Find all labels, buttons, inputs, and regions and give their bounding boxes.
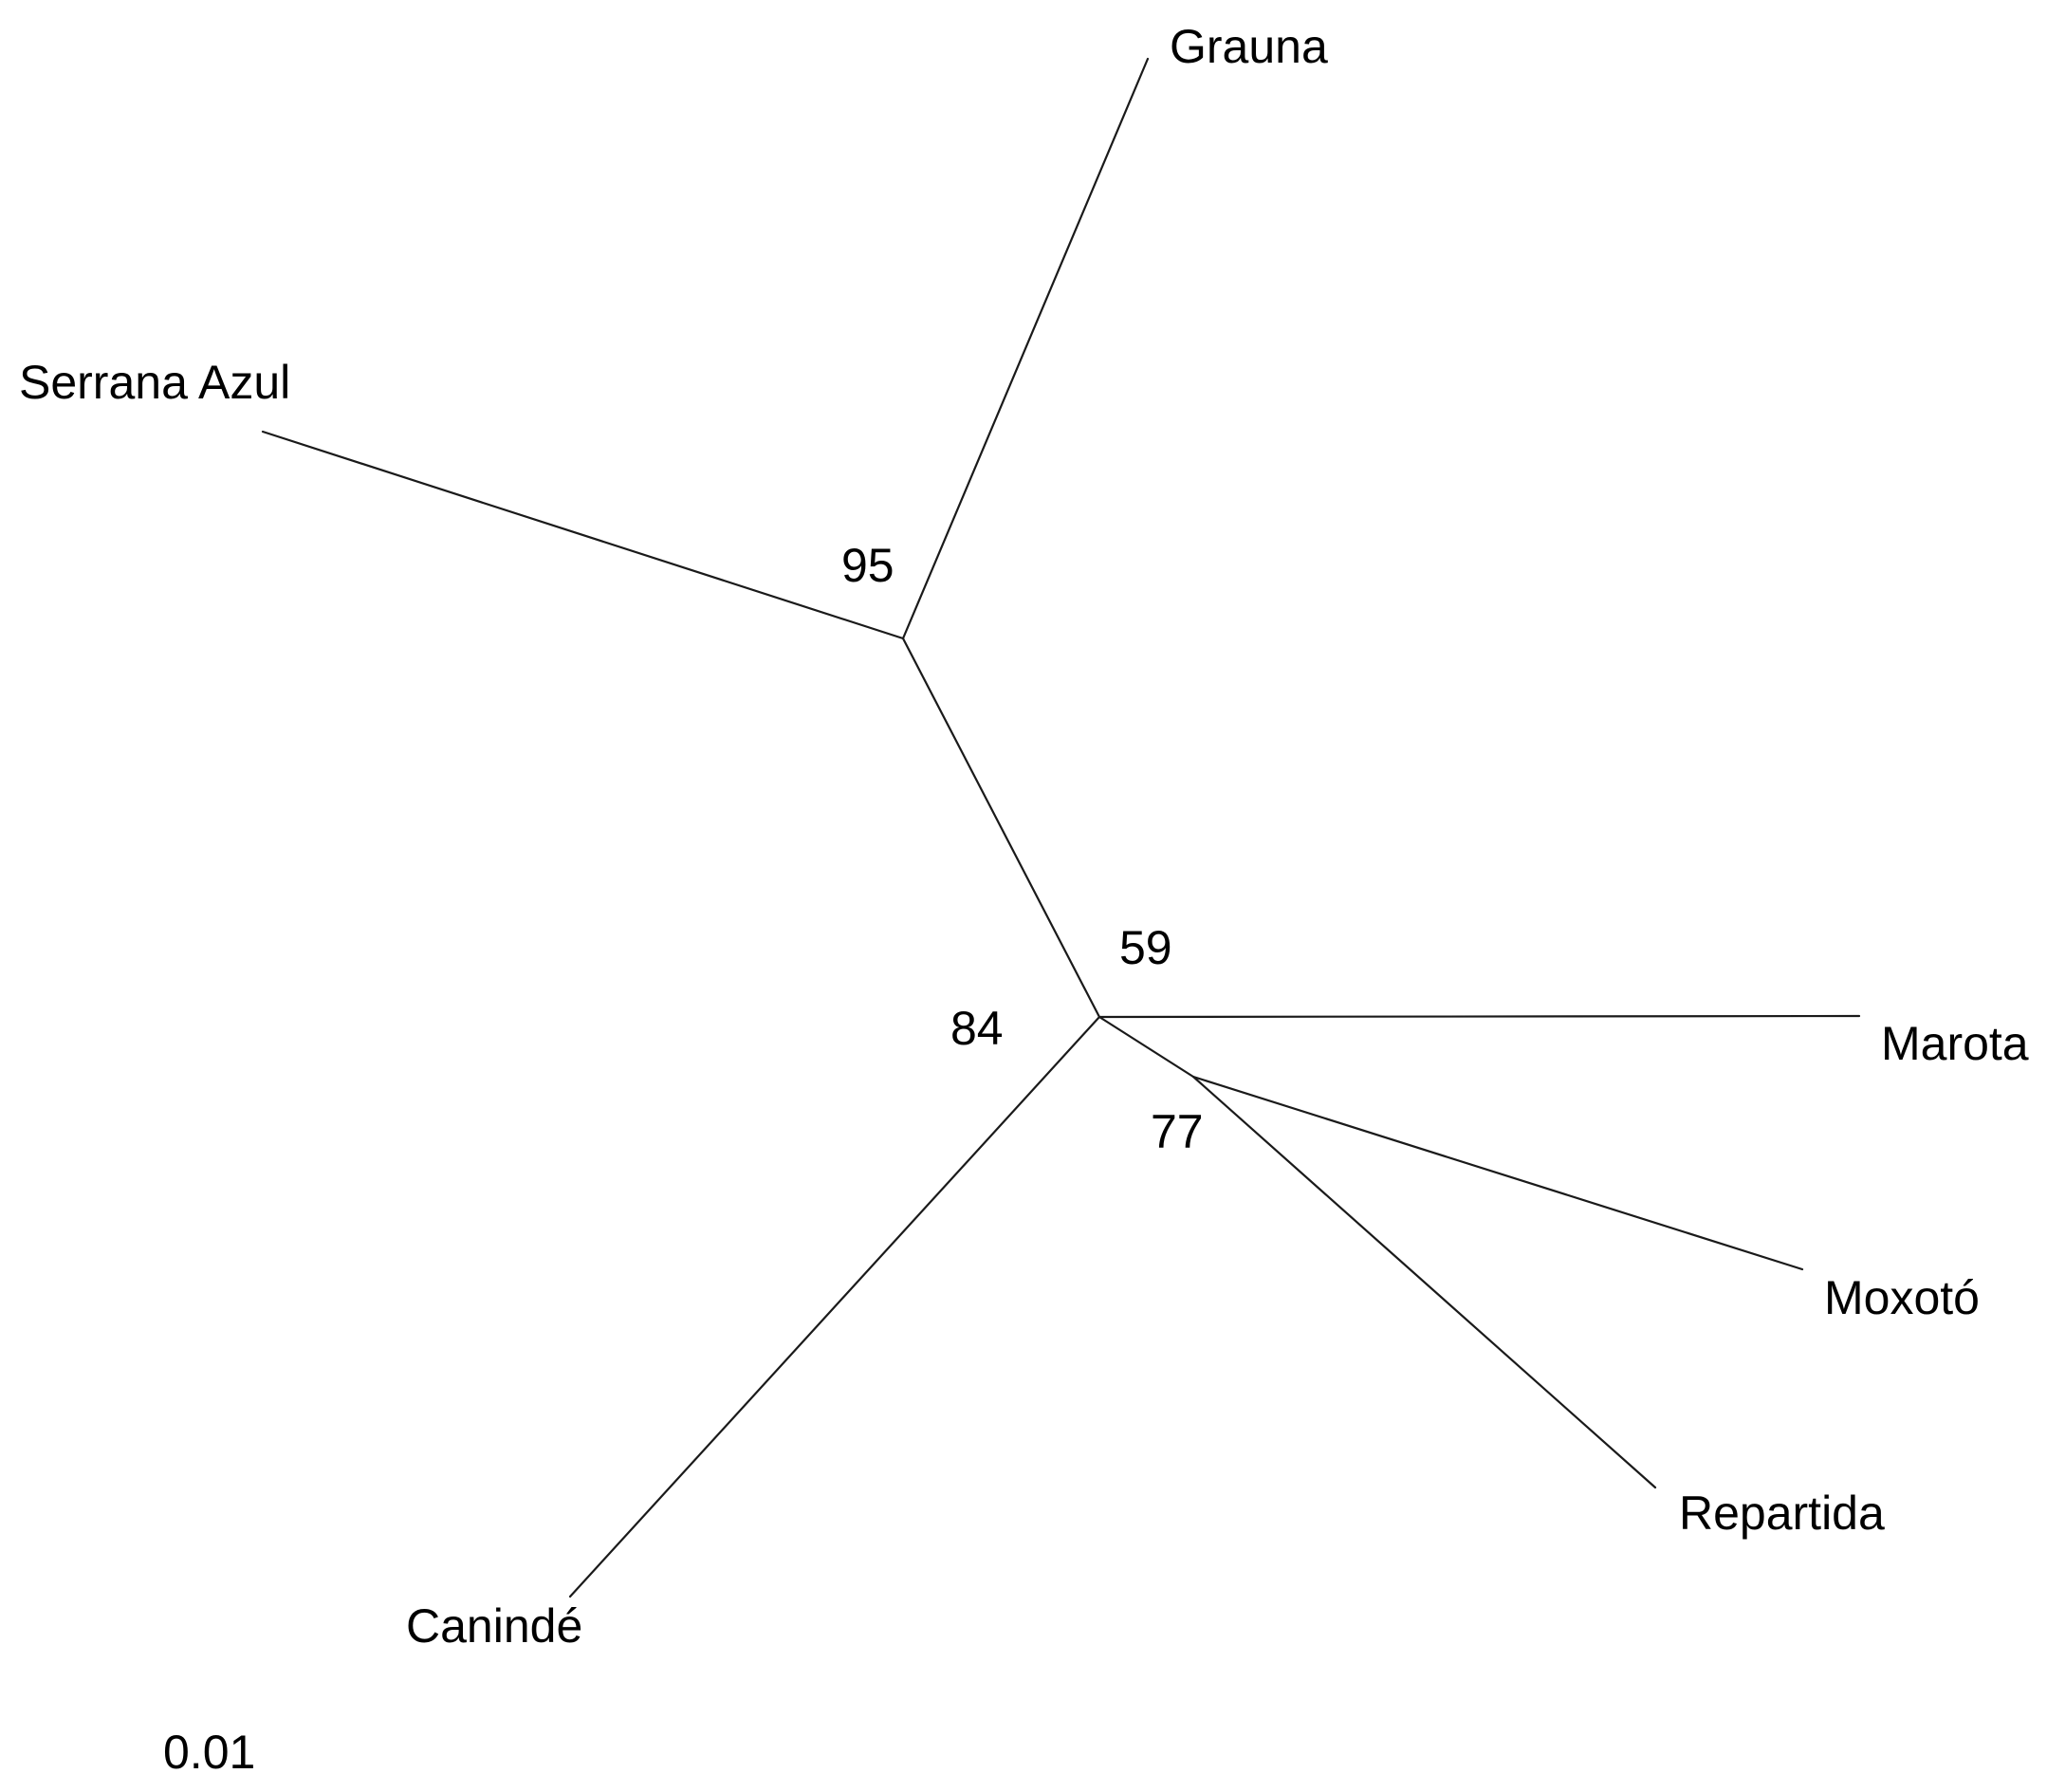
taxon-label-marota: Marota: [1881, 1017, 2029, 1070]
branch-serrana-azul: [261, 430, 905, 640]
taxon-label-caninde: Canindé: [406, 1599, 582, 1653]
internal-branch-central-to-lower: [1097, 1015, 1195, 1079]
branches: [261, 57, 1861, 1598]
taxa-labels: Grauna Serrana Azul Marota Moxotó Repart…: [19, 20, 2029, 1653]
bootstrap-value-59: 59: [1119, 921, 1172, 974]
scale-bar-label: 0.01: [163, 1726, 255, 1779]
branch-grauna: [901, 57, 1150, 640]
bootstrap-value-95: 95: [841, 539, 894, 592]
branch-moxoto: [1191, 1075, 1804, 1271]
bootstrap-value-84: 84: [950, 1002, 1004, 1055]
taxon-label-repartida: Repartida: [1679, 1487, 1885, 1540]
internal-branch-upper-to-central: [901, 637, 1101, 1019]
taxon-label-serrana-azul: Serrana Azul: [19, 356, 290, 409]
branch-caninde: [568, 1015, 1101, 1598]
branch-marota: [1097, 1014, 1861, 1019]
taxon-label-moxoto: Moxotó: [1824, 1271, 1980, 1324]
bootstrap-value-77: 77: [1151, 1105, 1204, 1158]
bootstrap-labels: 95 59 84 77: [841, 539, 1204, 1158]
taxon-label-grauna: Grauna: [1170, 20, 1328, 73]
branch-repartida: [1191, 1075, 1657, 1489]
